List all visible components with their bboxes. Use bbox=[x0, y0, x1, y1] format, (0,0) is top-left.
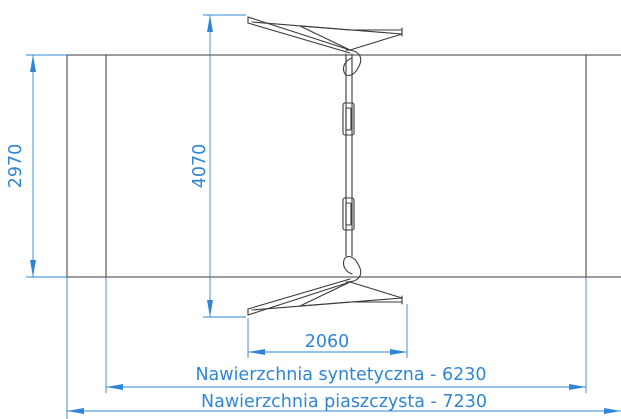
height-surface-label: 2970 bbox=[6, 144, 26, 189]
bottom-hook bbox=[342, 255, 362, 283]
surface-outline bbox=[66, 54, 621, 278]
dimension-height-surface: 2970 bbox=[6, 54, 67, 278]
seat-clamp-upper bbox=[342, 102, 355, 136]
dimension-sand-surface: Nawierzchnia piaszczysta - 7230 bbox=[66, 277, 621, 419]
seat-clamp-lower bbox=[342, 197, 355, 231]
bottom-a-frame bbox=[247, 278, 403, 316]
crossbeam bbox=[345, 53, 353, 257]
width-frame-label: 2060 bbox=[305, 332, 350, 352]
dimension-synthetic-surface: Nawierzchnia syntetyczna - 6230 bbox=[105, 277, 587, 393]
synthetic-surface-label: Nawierzchnia syntetyczna - 6230 bbox=[195, 365, 486, 385]
swing-frame bbox=[247, 16, 403, 316]
top-hook bbox=[342, 49, 362, 77]
height-overall-label: 4070 bbox=[190, 144, 210, 189]
dimension-height-overall: 4070 bbox=[190, 14, 246, 318]
sand-surface-label: Nawierzchnia piaszczysta - 7230 bbox=[201, 392, 487, 412]
dimension-width-frame: 2060 bbox=[247, 304, 408, 358]
top-a-frame bbox=[247, 16, 403, 54]
